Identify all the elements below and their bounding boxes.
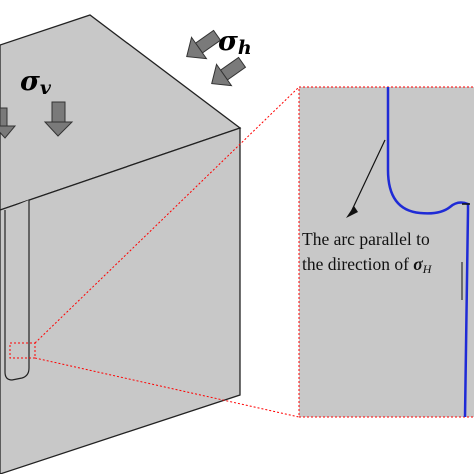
zoom-window [9,342,36,359]
block-front-face [0,127,241,474]
sigma-v-arrow-left [0,107,17,139]
sigma-v-label: σv [20,66,52,99]
annotation-pointer-arrowhead [346,206,358,218]
annotation-line-2: the direction of σH [302,254,433,276]
zoom-connector-bottom [34,357,300,418]
sigma-h-label: σh [218,26,252,59]
sigma-h-arrow-top [186,29,222,60]
sigma-h-arrow-bottom [211,56,247,87]
borehole-wall-curve [386,87,470,418]
borehole-slot [4,200,30,381]
sigma-v-arrow-right [43,101,74,137]
zoom-connector-top [34,86,300,344]
inset-panel [298,86,474,418]
annotation-line-1: The arc parallel to [302,229,430,249]
annotation-pointer-line [351,139,386,211]
